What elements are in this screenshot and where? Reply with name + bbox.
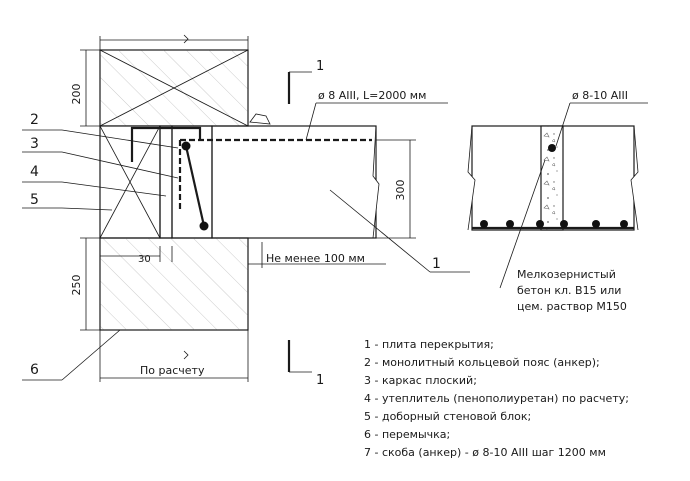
top-wall-block	[99, 49, 249, 127]
rebar-label-main: ø 8 AIII, L=2000 мм	[305, 89, 448, 141]
legend-item-6: 6 - перемычка;	[364, 428, 450, 441]
legend-item-3: 3 - каркас плоский;	[364, 374, 477, 387]
note-line3: цем. раствор М150	[517, 300, 627, 313]
callout-1: 1	[432, 256, 441, 272]
section-mark-top: 1	[287, 59, 324, 104]
rebar-section-text: ø 8-10 AIII	[572, 89, 628, 102]
floor-slab	[211, 113, 380, 239]
legend-item-7: 7 - скоба (анкер) - ø 8-10 AIII шаг 1200…	[364, 446, 606, 459]
legend-item-5: 5 - доборный стеновой блок;	[364, 410, 531, 423]
callout-4: 4	[30, 164, 39, 180]
lintel-6	[99, 237, 249, 331]
callout-6: 6	[30, 362, 39, 378]
dim-30-label: 30	[138, 254, 151, 265]
callout-3: 3	[30, 136, 39, 152]
legend: 1 - плита перекрытия; 2 - монолитный кол…	[364, 338, 629, 459]
by-calculation-label: По расчету	[140, 364, 205, 377]
dim-by-calculation: По расчету	[99, 330, 249, 382]
ring-beam	[171, 125, 213, 239]
top-dimension-line	[99, 34, 249, 50]
note-line1: Мелкозернистый	[517, 268, 616, 281]
insulation-layer	[159, 125, 173, 239]
dim-250: 250	[70, 237, 100, 331]
dim-30: 30	[100, 246, 173, 265]
dim-300-label: 300	[394, 180, 407, 201]
dim-250-label: 250	[70, 275, 83, 296]
rebar-label-section: ø 8-10 AIII	[555, 89, 648, 147]
min-bearing-label: Не менее 100 мм	[266, 252, 365, 265]
section-mark-top-label: 1	[316, 59, 324, 74]
wall-block-5	[99, 125, 161, 239]
rebar-main-text: ø 8 AIII, L=2000 мм	[318, 89, 426, 102]
concrete-note: Мелкозернистый бетон кл. В15 или цем. ра…	[499, 159, 627, 313]
section-mark-bottom-label: 1	[316, 373, 324, 388]
dim-200-label: 200	[70, 84, 83, 105]
legend-item-2: 2 - монолитный кольцевой пояс (анкер);	[364, 356, 600, 369]
section-mark-bottom: 1	[287, 340, 324, 388]
callout-2: 2	[30, 112, 39, 128]
dim-200: 200	[70, 49, 100, 127]
callout-leaders	[22, 129, 470, 381]
section-detail	[467, 125, 639, 231]
note-line2: бетон кл. В15 или	[517, 284, 621, 297]
dim-min-bearing: Не менее 100 мм	[247, 242, 386, 268]
legend-item-4: 4 - утеплитель (пенополиуретан) по расче…	[364, 392, 629, 405]
legend-item-1: 1 - плита перекрытия;	[364, 338, 494, 351]
callout-5: 5	[30, 192, 39, 208]
rebar-main-line	[130, 126, 372, 231]
dim-300: 300	[376, 139, 416, 239]
